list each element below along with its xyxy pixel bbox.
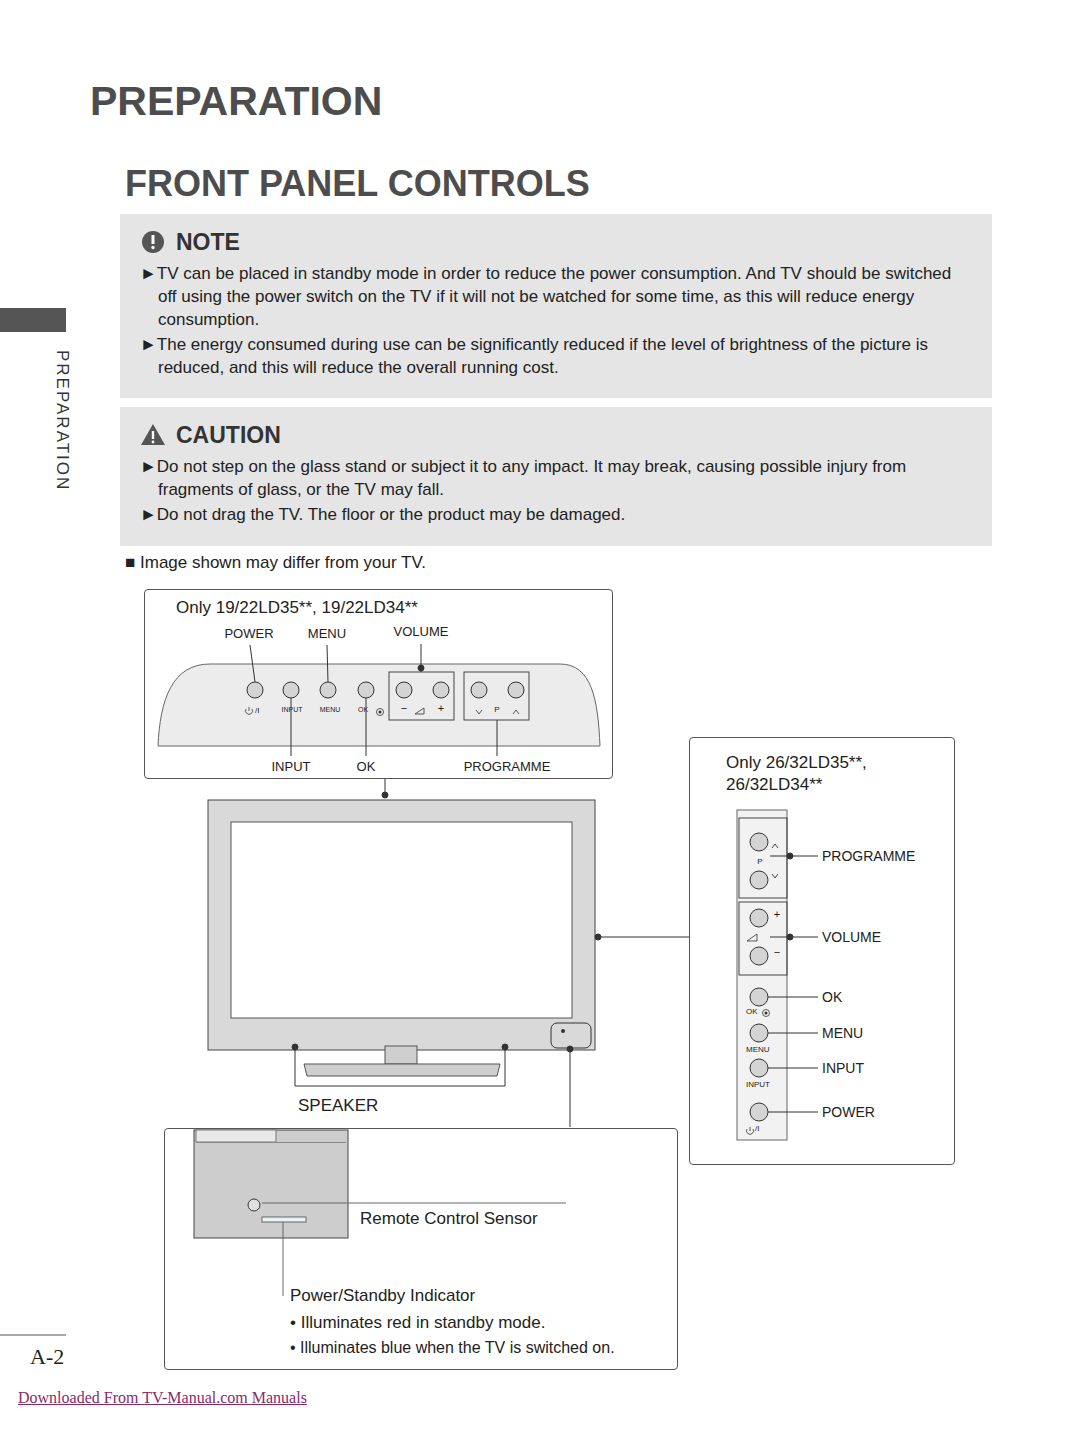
notice-box: NOTE ►TV can be placed in standby mode in… bbox=[120, 214, 992, 398]
part-label: − bbox=[774, 946, 780, 959]
notice-text: ►The energy consumed during use can be s… bbox=[140, 333, 974, 379]
part-label: ■ Image shown may differ from your TV. bbox=[125, 553, 426, 573]
part-label: INPUT bbox=[272, 760, 311, 775]
part-label: Downloaded From TV-Manual.com Manuals bbox=[18, 1389, 307, 1407]
part-label: + bbox=[438, 702, 444, 715]
button-marking: INPUT bbox=[282, 706, 303, 714]
inset-box: Only 19/22LD35**, 19/22LD34** bbox=[144, 589, 613, 779]
inset-heading: Remote Control Sensor bbox=[360, 1208, 538, 1230]
caution-icon bbox=[140, 421, 168, 449]
notice-box: CAUTION ►Do not step on the glass stand o… bbox=[120, 407, 992, 546]
inset-heading: Only 26/32LD35**, 26/32LD34** bbox=[726, 752, 926, 796]
notice-heading: NOTE bbox=[140, 228, 974, 256]
notice-text: ►Do not drag the TV. The floor or the pr… bbox=[140, 503, 974, 526]
part-label: + bbox=[774, 908, 780, 921]
part-label: PROGRAMME bbox=[464, 760, 551, 775]
button-marking: P bbox=[494, 705, 499, 714]
inset-box: Remote Control SensorPower/Standby Indic… bbox=[164, 1128, 678, 1370]
part-label: VOLUME bbox=[822, 929, 881, 945]
inset-heading: Only 19/22LD35**, 19/22LD34** bbox=[176, 597, 418, 619]
button-marking: MENU bbox=[320, 706, 341, 714]
part-label: MENU bbox=[822, 1025, 863, 1041]
inset-text: Power/Standby Indicator bbox=[290, 1285, 475, 1307]
part-label: A-2 bbox=[30, 1344, 64, 1369]
inset-box: Only 26/32LD35**, 26/32LD34** bbox=[689, 737, 955, 1165]
note-icon bbox=[140, 228, 168, 256]
inset-text: • Illuminates red in standby mode. bbox=[290, 1312, 545, 1334]
button-marking: OK bbox=[358, 706, 368, 714]
part-label: VOLUME bbox=[394, 625, 449, 640]
side-tab-label: PREPARATION bbox=[52, 350, 72, 491]
notice-text: ►Do not step on the glass stand or subje… bbox=[140, 455, 974, 501]
notice-text: ►TV can be placed in standby mode in ord… bbox=[140, 262, 974, 331]
part-label: POWER bbox=[822, 1104, 875, 1120]
notice-heading: CAUTION bbox=[140, 421, 974, 449]
button-marking: /I bbox=[255, 706, 259, 715]
page-title: FRONT PANEL CONTROLS bbox=[125, 163, 590, 204]
part-label: MENU bbox=[308, 627, 346, 642]
part-label: OK bbox=[822, 989, 842, 1005]
part-label: INPUT bbox=[822, 1060, 864, 1076]
part-label: PROGRAMME bbox=[822, 848, 915, 864]
chapter-heading: PREPARATION bbox=[90, 78, 382, 125]
button-marking: P bbox=[757, 857, 762, 866]
button-marking: /I bbox=[755, 1124, 759, 1133]
part-label: OK bbox=[357, 760, 376, 775]
part-label: SPEAKER bbox=[298, 1096, 378, 1116]
button-marking: OK bbox=[746, 1007, 758, 1016]
part-label: POWER bbox=[224, 627, 273, 642]
button-marking: INPUT bbox=[746, 1080, 770, 1089]
inset-text: • Illuminates blue when the TV is switch… bbox=[290, 1338, 615, 1359]
part-label: − bbox=[401, 702, 407, 715]
button-marking: MENU bbox=[746, 1045, 770, 1054]
